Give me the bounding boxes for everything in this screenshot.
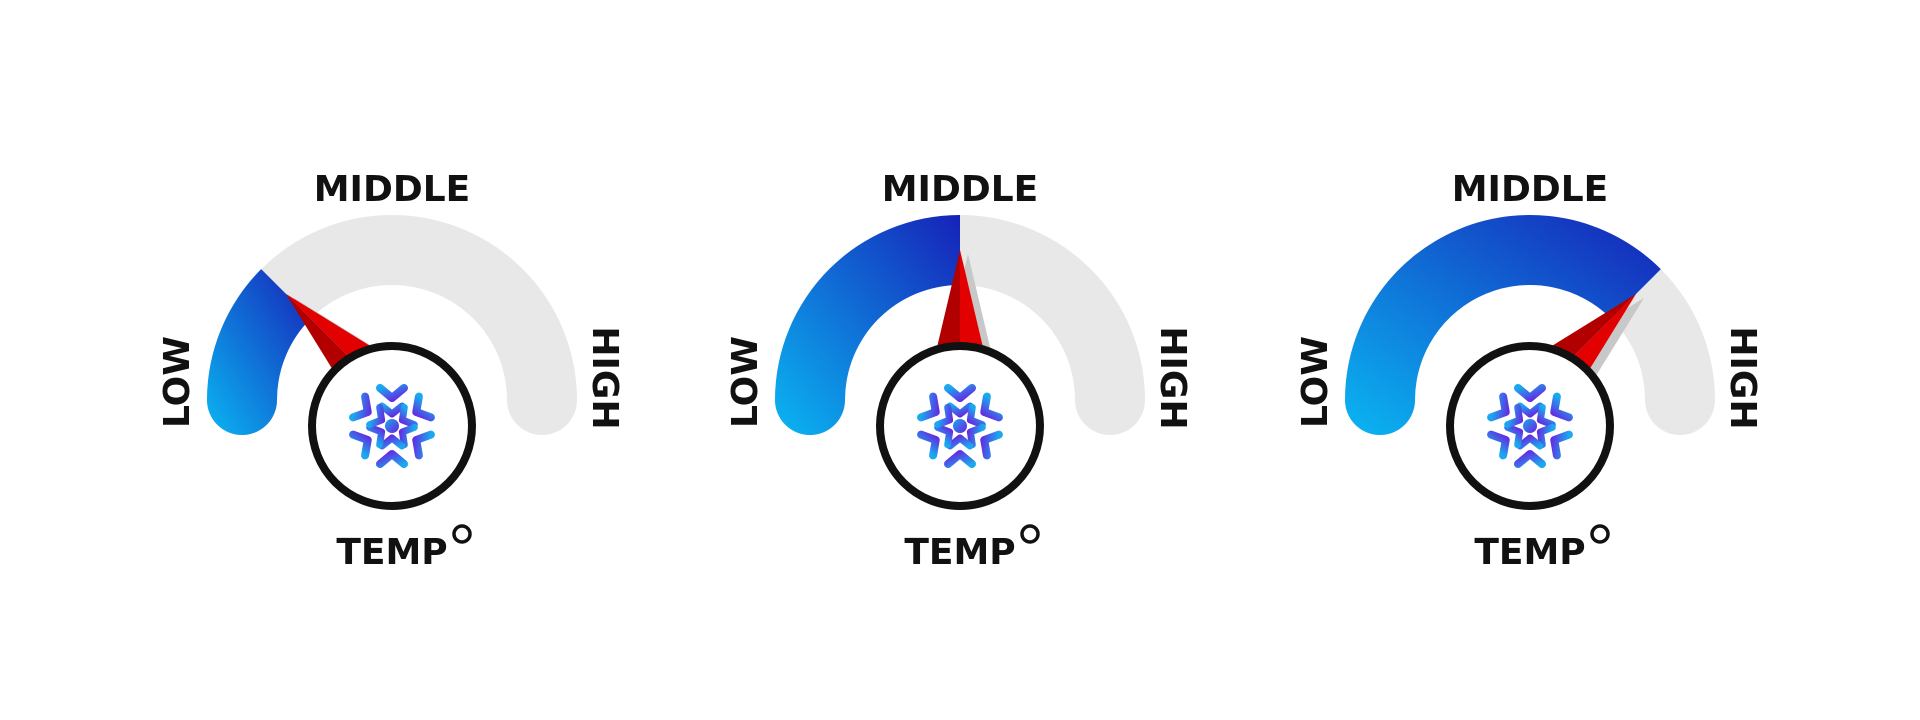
high-label: HIGH bbox=[584, 326, 625, 429]
temp-label: TEMP bbox=[1474, 532, 1585, 573]
needle bbox=[960, 250, 986, 360]
middle-label: MIDDLE bbox=[882, 169, 1039, 210]
high-label: HIGH bbox=[1722, 326, 1763, 429]
gauge-3: LOW MIDDLE HIGH TEMP bbox=[1295, 169, 1763, 573]
gauge-1: LOW MIDDLE HIGH TEMP bbox=[157, 169, 625, 573]
gauge-2: LOW MIDDLE HIGH TEMP bbox=[725, 169, 1193, 573]
gauge-fill bbox=[207, 269, 311, 435]
snowflake-icon bbox=[1489, 386, 1570, 466]
gauge-fill bbox=[775, 215, 960, 435]
degree-icon bbox=[452, 524, 472, 544]
needle-shade bbox=[934, 250, 960, 360]
snowflake-icon bbox=[919, 386, 1000, 466]
gauge-fill bbox=[1345, 215, 1661, 435]
degree-icon bbox=[1020, 524, 1040, 544]
high-label: HIGH bbox=[1152, 326, 1193, 429]
middle-label: MIDDLE bbox=[1452, 169, 1609, 210]
temp-label: TEMP bbox=[904, 532, 1015, 573]
low-label: LOW bbox=[1295, 336, 1336, 428]
degree-icon bbox=[1590, 524, 1610, 544]
low-label: LOW bbox=[725, 336, 766, 428]
snowflake-icon bbox=[351, 386, 432, 466]
temp-label: TEMP bbox=[336, 532, 447, 573]
middle-label: MIDDLE bbox=[314, 169, 471, 210]
low-label: LOW bbox=[157, 336, 198, 428]
